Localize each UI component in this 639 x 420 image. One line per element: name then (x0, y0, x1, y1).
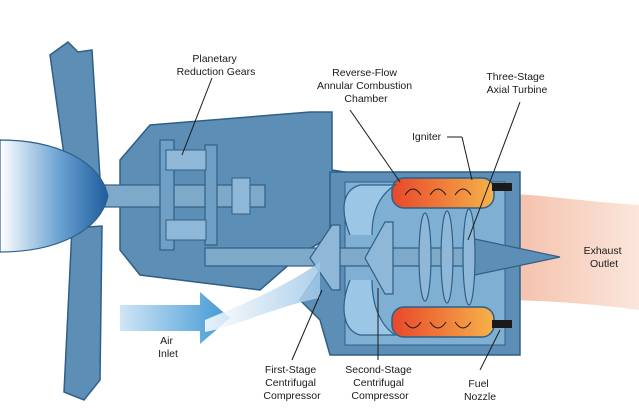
propeller-blade-lower (63, 225, 103, 401)
combustion-chamber-upper (391, 177, 495, 209)
propeller-spinner (0, 139, 109, 253)
label-axial-turbine: Three-Stage Axial Turbine (486, 71, 547, 96)
planetary-reduction-gears (159, 139, 251, 251)
compressor-duct-upper (343, 184, 397, 236)
label-planetary-gears: Planetary Reduction Gears (177, 53, 256, 78)
combustion-chamber (391, 177, 495, 338)
three-stage-axial-turbine (418, 208, 476, 306)
main-shaft (204, 247, 506, 267)
label-combustion-chamber: Reverse-Flow Annular Combustion Chamber (317, 67, 415, 105)
fuel-nozzle (492, 320, 512, 328)
first-stage-compressor (309, 224, 341, 291)
second-stage-compressor (364, 221, 394, 295)
leader-lines (181, 77, 521, 371)
air-inlet-flow (120, 292, 230, 344)
label-first-stage-compressor: First-Stage Centrifugal Compressor (263, 364, 321, 402)
label-air-inlet: Air Inlet (158, 335, 178, 360)
label-igniter: Igniter (412, 131, 442, 143)
label-fuel-nozzle: Fuel Nozzle (464, 378, 496, 403)
label-second-stage-compressor: Second-Stage Centrifugal Compressor (345, 364, 414, 402)
inlet-airstream (205, 262, 320, 332)
combustion-chamber-lower (391, 306, 495, 338)
igniter (492, 183, 512, 191)
label-exhaust-outlet: Exhaust Outlet (584, 245, 625, 270)
